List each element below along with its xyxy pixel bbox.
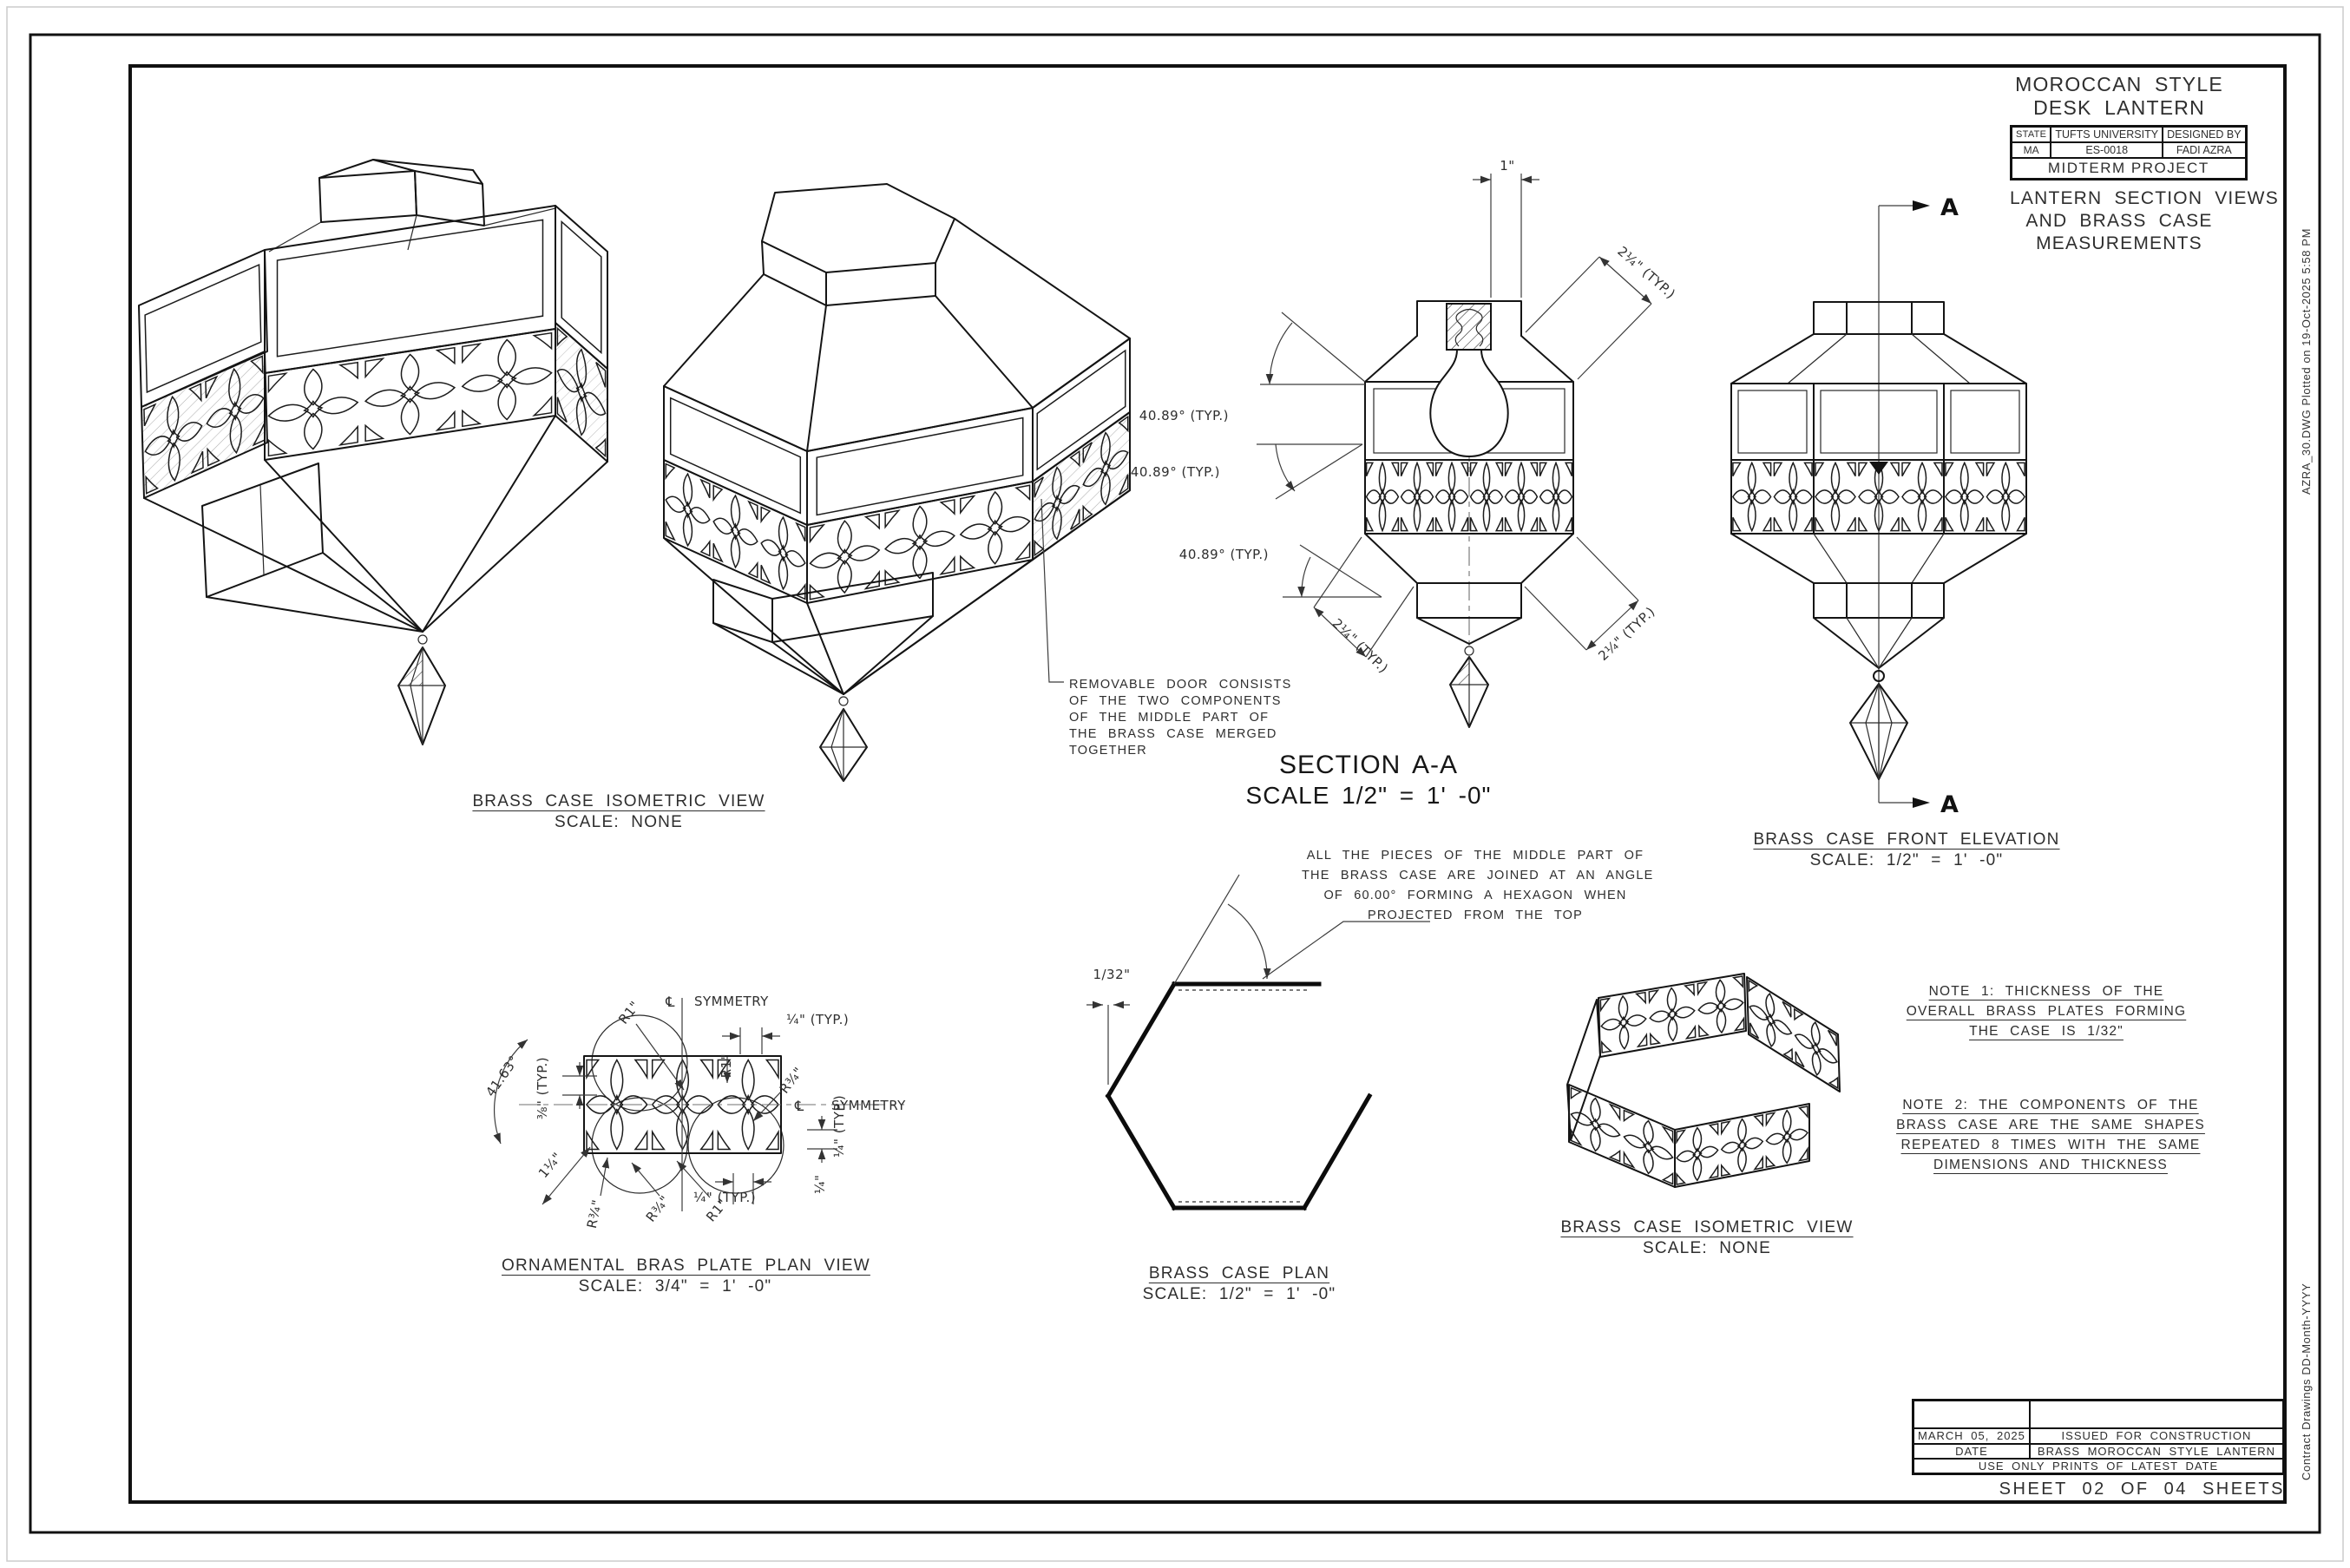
dim-r1-right: R1"	[719, 1053, 734, 1078]
dim-angle-2: 40.89° (TYP.)	[1131, 464, 1220, 480]
front-elevation-drawing: A A	[1730, 194, 2027, 818]
note2-line: BRASS CASE ARE THE SAME SHAPES	[1896, 1118, 2205, 1132]
caption-elevation-scale: SCALE: 1/2" = 1' -0"	[1809, 851, 2004, 869]
state-label: STATE	[2010, 125, 2052, 143]
removable-door-note: REMOVABLE DOOR CONSISTS OF THE TWO COMPO…	[1069, 677, 1292, 759]
rev-description: BRASS MOROCCAN STYLE LANTERN	[2028, 1442, 2285, 1460]
dim-quarter-typ-top: ¼" (TYP.)	[786, 1012, 849, 1027]
hex-note-line: OF 60.00° FORMING A HEXAGON WHEN	[1323, 889, 1627, 902]
designed-by-label: DESIGNED BY	[2162, 125, 2248, 143]
section-mark-bottom: A	[1940, 791, 1959, 818]
revision-block: MARCH 05, 2025 ISSUED FOR CONSTRUCTION D…	[1912, 1399, 2285, 1499]
dim-two-quarter-tr: 2¼" (TYP.)	[1614, 243, 1678, 302]
sheet-title-line1: MOROCCAN STYLE	[2015, 73, 2223, 95]
dim-one-thirtysecond: 1/32"	[1093, 967, 1130, 982]
course-code: ES-0018	[2050, 141, 2164, 159]
note2-line: NOTE 2: THE COMPONENTS OF THE	[1902, 1098, 2199, 1112]
section-scale: SCALE 1/2" = 1' -0"	[1245, 782, 1492, 809]
caption-iso-right: BRASS CASE ISOMETRIC VIEW SCALE: NONE	[1533, 1217, 1881, 1259]
note1-line: NOTE 1: THICKNESS OF THE	[1928, 984, 2164, 999]
contract-stamp: Contract Drawings DD-Month-YYYY	[2300, 1283, 2313, 1480]
note-2: NOTE 2: THE COMPONENTS OF THE BRASS CASE…	[1890, 1095, 2211, 1175]
university: TUFTS UNIVERSITY	[2050, 125, 2164, 143]
titleblock: MOROCCAN STYLE DESK LANTERN STATE TUFTS …	[2010, 73, 2279, 255]
dim-quarter-right: ¼"	[812, 1175, 828, 1194]
hex-note-line: THE BRASS CASE ARE JOINED AT AN ANGLE	[1302, 869, 1654, 882]
cl-symbol-right: ℄	[794, 1098, 804, 1114]
symmetry-right: SYMMETRY	[831, 1098, 906, 1113]
dim-r1-top: R1"	[615, 998, 643, 1027]
dim-two-quarter-bl: 2¼" (TYP.)	[1329, 615, 1392, 676]
dim-angle-1: 40.89° (TYP.)	[1139, 408, 1229, 423]
rev-issued-for: ISSUED FOR CONSTRUCTION	[2028, 1427, 2285, 1445]
note1-line: THE CASE IS 1/32"	[1969, 1024, 2124, 1039]
door-note-line: TOGETHER	[1069, 744, 1147, 758]
iso-view-left-drawing	[138, 159, 608, 745]
sheet-number: SHEET 02 OF 04 SHEETS	[1999, 1479, 2285, 1499]
dim-angle-4163: 41.63°	[482, 1053, 522, 1099]
caption-elevation-title: BRASS CASE FRONT ELEVATION	[1753, 830, 2060, 849]
sheet-subtitle-line1: LANTERN SECTION VIEWS	[2010, 188, 2279, 208]
dim-quarter-typ-right: ¼" (TYP.)	[831, 1095, 847, 1158]
dim-three-eighth: ⅜" (TYP.)	[535, 1057, 550, 1119]
caption-elevation: BRASS CASE FRONT ELEVATION SCALE: 1/2" =…	[1733, 830, 2080, 871]
section-mark-top: A	[1940, 194, 1959, 221]
state-value: MA	[2010, 141, 2052, 159]
iso-view-middle-drawing	[663, 183, 1131, 782]
note2-line: DIMENSIONS AND THICKNESS	[1933, 1158, 2168, 1172]
caption-plate: ORNAMENTAL BRAS PLATE PLAN VIEW SCALE: 3…	[502, 1256, 870, 1297]
designer-name: FADI AZRA	[2162, 141, 2248, 159]
caption-section: SECTION A-A SCALE 1/2" = 1' -0"	[1195, 750, 1542, 810]
dim-r34-b2: R¾"	[643, 1192, 673, 1224]
symmetry-top: SYMMETRY	[694, 994, 769, 1009]
titleblock-table: STATE TUFTS UNIVERSITY DESIGNED BY MA ES…	[2010, 125, 2248, 180]
note1-line: OVERALL BRASS PLATES FORMING	[1906, 1004, 2187, 1019]
hex-note-line: PROJECTED FROM THE TOP	[1367, 909, 1583, 922]
sheet-subtitle-line2: AND BRASS CASE	[2025, 211, 2213, 231]
caption-plan: BRASS CASE PLAN SCALE: 1/2" = 1' -0"	[1066, 1263, 1413, 1305]
section-title: SECTION A-A	[1278, 751, 1459, 779]
dim-one-quarter-diag: 1¼"	[535, 1150, 566, 1181]
dim-one-inch: 1"	[1500, 158, 1514, 174]
note-1: NOTE 1: THICKNESS OF THE OVERALL BRASS P…	[1890, 981, 2202, 1041]
rev-date-label: DATE	[1912, 1442, 2031, 1460]
brass-case-plan-drawing: 1/32"	[1086, 874, 1430, 1211]
dim-quarter-typ-bottom: ¼" (TYP.)	[693, 1190, 756, 1205]
caption-plan-title: BRASS CASE PLAN	[1148, 1264, 1330, 1283]
revision-table: MARCH 05, 2025 ISSUED FOR CONSTRUCTION D…	[1912, 1399, 2285, 1475]
caption-iso-right-title: BRASS CASE ISOMETRIC VIEW	[1560, 1218, 1854, 1237]
dim-angle-3: 40.89° (TYP.)	[1179, 547, 1269, 562]
sheet-borders	[6, 6, 2344, 1562]
caption-plate-scale: SCALE: 3/4" = 1' -0"	[578, 1277, 772, 1296]
dim-two-quarter-br: 2¼" (TYP.)	[1595, 604, 1657, 664]
caption-plan-scale: SCALE: 1/2" = 1' -0"	[1142, 1285, 1336, 1303]
caption-iso-right-scale: SCALE: NONE	[1643, 1239, 1771, 1257]
door-note-line: REMOVABLE DOOR CONSISTS	[1069, 678, 1292, 692]
project-name: MIDTERM PROJECT	[2010, 157, 2248, 180]
sheet-subtitle-line3: MEASUREMENTS	[2036, 233, 2202, 253]
caption-iso-left-scale: SCALE: NONE	[555, 813, 683, 831]
caption-iso-left: BRASS CASE ISOMETRIC VIEW SCALE: NONE	[402, 791, 836, 833]
door-note-line: THE BRASS CASE MERGED	[1069, 727, 1277, 741]
door-note-line: OF THE MIDDLE PART OF	[1069, 711, 1270, 725]
plot-stamp: AZRA_30.DWG Plotted on 19-Oct-2025 5:58 …	[2300, 228, 2313, 495]
dim-r34-b1: R¾"	[584, 1198, 606, 1230]
hex-note-line: ALL THE PIECES OF THE MIDDLE PART OF	[1306, 849, 1644, 863]
cl-symbol-top: ℄	[665, 994, 675, 1010]
section-dimensions: 1" 2¼" (TYP.) 2¼" (TYP.) 2¼" (TYP.) 40.8…	[1131, 158, 1678, 676]
rev-use-note: USE ONLY PRINTS OF LATEST DATE	[1912, 1457, 2285, 1474]
sheet-title-line2: DESK LANTERN	[2033, 96, 2205, 119]
door-note-line: OF THE TWO COMPONENTS	[1069, 694, 1282, 708]
caption-iso-left-title: BRASS CASE ISOMETRIC VIEW	[472, 792, 765, 810]
caption-plate-title: ORNAMENTAL BRAS PLATE PLAN VIEW	[502, 1256, 870, 1275]
rev-date-value: MARCH 05, 2025	[1912, 1427, 2031, 1445]
iso-view-open-band-drawing	[1566, 973, 1841, 1188]
section-a-a-drawing	[1364, 300, 1574, 728]
hexagon-note: ALL THE PIECES OF THE MIDDLE PART OF THE…	[1302, 846, 1654, 926]
ornamental-plate-drawing: 41.63° ⅜" (TYP.) 1¼" R1" ℄ SYMMETRY ¼" (…	[482, 994, 906, 1230]
note2-line: REPEATED 8 TIMES WITH THE SAME	[1900, 1138, 2201, 1152]
